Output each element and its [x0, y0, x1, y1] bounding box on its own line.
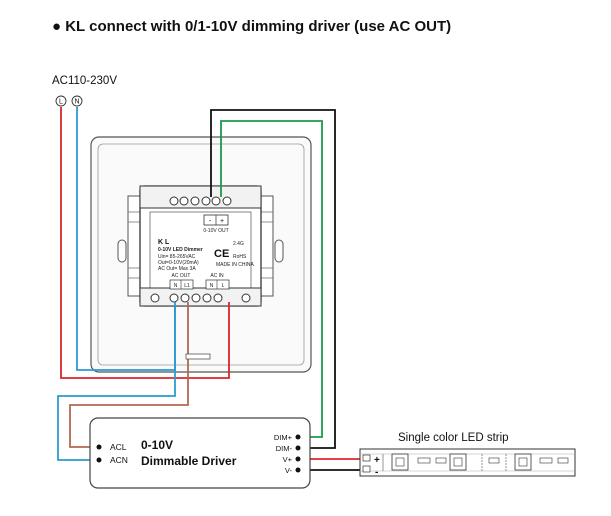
l-terminal-symbol: L	[55, 95, 67, 107]
mounting-slot-right	[274, 239, 284, 263]
wire-switched-live-brown	[69, 302, 189, 448]
n-terminal-symbol: N	[71, 95, 83, 107]
strip-label: Single color LED strip	[398, 432, 509, 444]
power-label: AC110-230V	[52, 75, 117, 87]
svg-text:N: N	[74, 99, 79, 106]
strip-plus: +	[374, 455, 380, 466]
driver-dim-plus-label: DIM+	[274, 433, 293, 442]
top-terminal-block	[169, 196, 232, 206]
ac-out-terminal	[169, 279, 194, 290]
ce-mark: CE	[214, 248, 229, 260]
driver-dim-minus-label: DIM-	[276, 444, 293, 453]
acn-terminal-dot	[96, 457, 102, 463]
made-in-label: MADE IN CHINA	[216, 262, 254, 268]
wire-dim-minus-black	[210, 109, 336, 449]
driver-v-plus-label: V+	[283, 455, 293, 464]
svg-text:L: L	[59, 99, 63, 106]
panel-spec-1: Uin= 85-265VAC	[158, 254, 196, 260]
dim-plus-terminal-dot	[295, 434, 301, 440]
strip-minus: -	[375, 467, 378, 478]
driver-v-minus-label: V-	[285, 466, 293, 475]
acl-terminal-dot	[96, 444, 102, 450]
plate-clip	[185, 353, 211, 360]
diagram-title: ● KL connect with 0/1-10V dimming driver…	[52, 18, 451, 35]
ac-out-n: N	[174, 283, 178, 289]
dim-out-plus: +	[220, 218, 224, 225]
wire-dim-plus-green	[220, 120, 323, 438]
rohs-mark: RoHS	[233, 254, 247, 260]
ac-out-l1: L1	[184, 283, 190, 289]
wire-live-red	[60, 107, 230, 379]
ac-out-label: AC OUT	[172, 273, 191, 279]
wire-neutral-to-driver	[57, 305, 176, 461]
dim-out-minus: -	[209, 218, 212, 225]
driver-acl-label: ACL	[110, 442, 127, 452]
led-strip	[359, 448, 576, 477]
wall-plate-inner	[97, 143, 305, 366]
ac-in-terminal	[205, 279, 230, 290]
v-plus-terminal-dot	[295, 456, 301, 462]
mounting-slot-left	[117, 239, 127, 263]
driver-title-2: Dimmable Driver	[141, 454, 237, 468]
dimmable-driver	[89, 417, 311, 489]
driver-title-1: 0-10V	[141, 438, 173, 452]
driver-acn-label: ACN	[110, 455, 128, 465]
dimmer-module	[127, 185, 274, 307]
dim-minus-terminal-dot	[295, 445, 301, 451]
ac-in-l: L	[222, 283, 225, 289]
panel-name: 0-10V LED Dimmer	[158, 247, 203, 253]
ac-in-n: N	[210, 283, 214, 289]
dim-out-label: 0-10V OUT	[203, 228, 228, 234]
panel-spec-3: AC Out= Max 3A	[158, 266, 196, 272]
panel-model: K L	[158, 239, 170, 246]
ac-in-label: AC IN	[210, 273, 224, 279]
panel-version: 2.4G	[233, 241, 244, 247]
panel-spec-2: Out=0-10V(20mA)	[158, 260, 199, 266]
bottom-terminal-block	[150, 293, 251, 303]
v-minus-terminal-dot	[295, 467, 301, 473]
